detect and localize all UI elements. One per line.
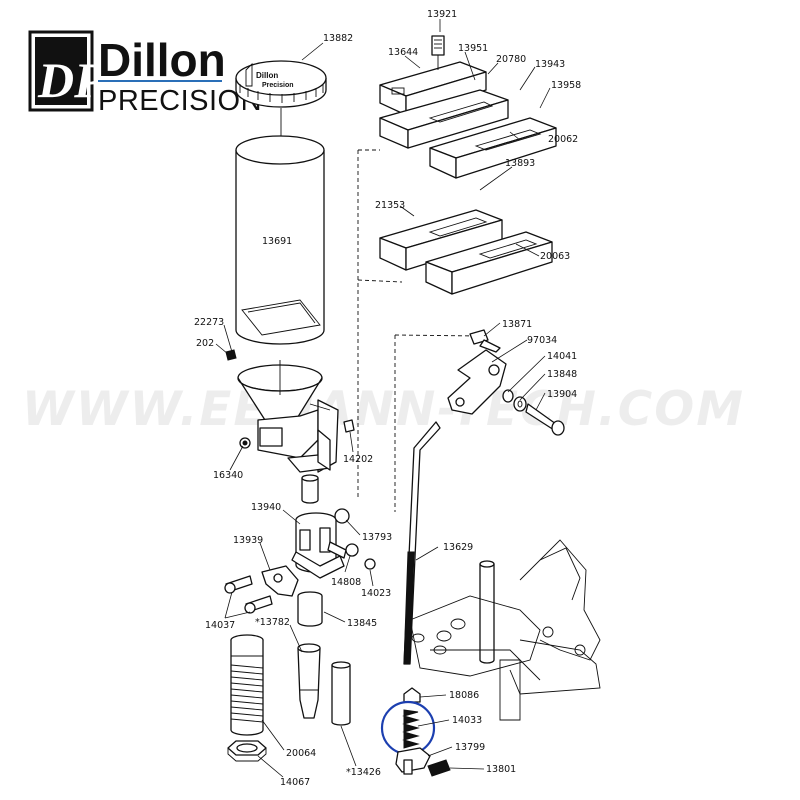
cap-screw-14808 — [327, 541, 359, 559]
label-20064: 20064 — [286, 748, 316, 759]
label-13426: *13426 — [346, 767, 381, 778]
hopper-tube — [235, 135, 325, 345]
label-21353: 21353 — [375, 200, 405, 211]
label-13893: 13893 — [505, 158, 535, 169]
label-20063: 20063 — [540, 251, 570, 262]
label-13958: 13958 — [551, 80, 581, 91]
primer-punch-13921 — [431, 35, 445, 70]
powder-die — [230, 634, 264, 736]
label-13882: 13882 — [323, 33, 353, 44]
rotor — [291, 512, 345, 579]
label-14023: 14023 — [361, 588, 391, 599]
logo-wordmark-bottom: PRECISION — [98, 85, 262, 117]
watermark: WWW.EEMANN-TECH.COM — [22, 382, 745, 437]
washer-14041 — [502, 389, 514, 403]
label-13629: 13629 — [443, 542, 473, 553]
cap-print-line2: Precision — [262, 82, 294, 89]
screw-14202 — [343, 419, 355, 433]
set-screw-13793 — [334, 508, 350, 524]
bellcrank-13871 — [469, 329, 501, 353]
lock-ring — [227, 740, 267, 762]
leader-lines — [215, 19, 551, 778]
logo-monogram: DP — [37, 52, 105, 108]
label-14067: 14067 — [280, 777, 310, 788]
bolt-13904 — [525, 403, 565, 436]
label-13940: 13940 — [251, 502, 281, 513]
slide-13958 — [429, 117, 557, 179]
fitting-18086 — [403, 687, 421, 703]
label-13951: 13951 — [458, 43, 488, 54]
bracket-13799 — [395, 747, 431, 775]
slide-13644 — [379, 61, 487, 116]
label-13943: 13943 — [535, 59, 565, 70]
label-20062: 20062 — [548, 134, 578, 145]
washer-13848 — [513, 396, 527, 412]
fail-safe-rod — [403, 421, 441, 665]
fail-safe-rod-arm — [261, 565, 299, 597]
label-18086: 18086 — [449, 690, 479, 701]
label-13939: 13939 — [233, 535, 263, 546]
label-13904: 13904 — [547, 389, 577, 400]
label-13801: 13801 — [486, 764, 516, 775]
label-14033: 14033 — [452, 715, 482, 726]
slide-13951 — [379, 89, 509, 149]
powder-funnel-large — [331, 661, 351, 726]
screw-14023 — [364, 558, 376, 570]
logo-wordmark-top: Dillon — [98, 34, 226, 86]
label-13845: 13845 — [347, 618, 377, 629]
label-97034: 97034 — [527, 335, 557, 346]
label-14037: 14037 — [205, 620, 235, 631]
part-labels: 13921 13882 13644 13951 20780 13943 1395… — [194, 9, 581, 788]
label-202: 202 — [196, 338, 214, 349]
screw-14037-lower — [244, 595, 273, 614]
slide-21353 — [379, 209, 503, 271]
clip-13801 — [427, 759, 451, 777]
powder-funnel — [297, 643, 321, 719]
label-13644: 13644 — [388, 47, 418, 58]
screw-16340 — [239, 437, 251, 449]
label-13848: 13848 — [547, 369, 577, 380]
bellcrank-97034 — [447, 349, 507, 415]
screw-14037-upper — [224, 575, 253, 594]
label-13793: 13793 — [362, 532, 392, 543]
cap-print-line1: Dillon — [256, 71, 278, 80]
sleeve — [297, 591, 323, 627]
press-frame — [409, 539, 601, 721]
label-13691: 13691 — [262, 236, 292, 247]
spring-14033 — [380, 700, 436, 756]
label-20780: 20780 — [496, 54, 526, 65]
label-13921: 13921 — [427, 9, 457, 20]
label-14202: 14202 — [343, 454, 373, 465]
label-13871: 13871 — [502, 319, 532, 330]
screw-202 — [225, 349, 237, 361]
dillon-logo: DP Dillon PRECISION — [28, 30, 262, 117]
hopper-cap: Dillon Precision — [235, 60, 327, 108]
label-13782: *13782 — [255, 617, 290, 628]
label-22273: 22273 — [194, 317, 224, 328]
label-14808: 14808 — [331, 577, 361, 588]
slide-20063 — [425, 231, 553, 295]
label-16340: 16340 — [213, 470, 243, 481]
label-14041: 14041 — [547, 351, 577, 362]
label-13799: 13799 — [455, 742, 485, 753]
